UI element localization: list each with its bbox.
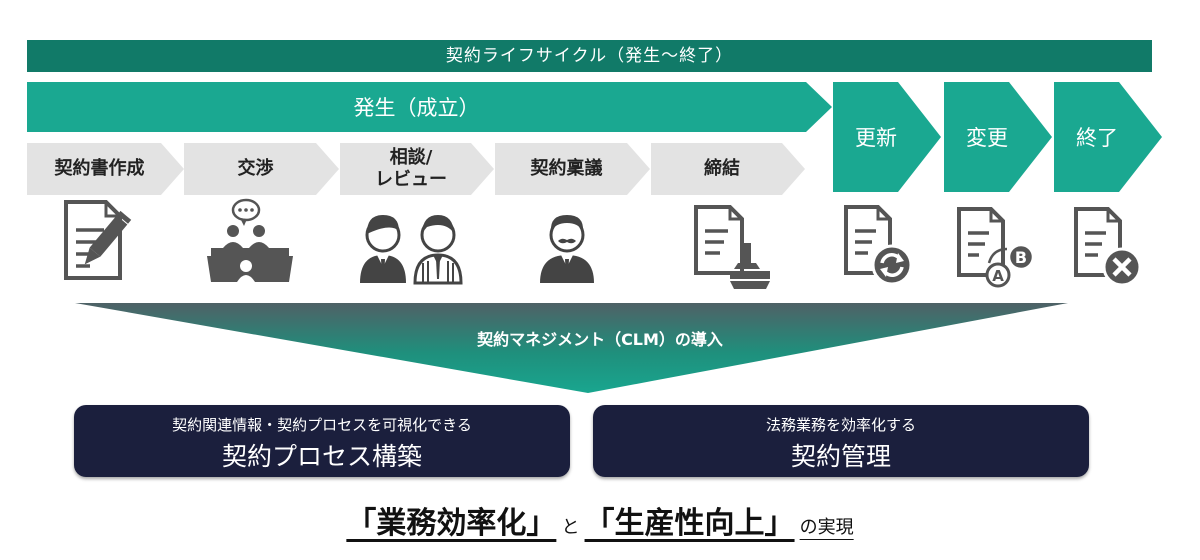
clm-funnel: [75, 303, 1068, 393]
occurrence-phase-arrow: [27, 82, 832, 132]
outcome-realization: の実現: [799, 517, 854, 538]
step-label-3: 相談/ レビュー: [340, 143, 482, 195]
contract-management-title: 契約管理: [790, 442, 891, 471]
lifecycle-title-bar: 契約ライフサイクル（発生～終了）: [27, 40, 1152, 72]
step-chevron-4: [495, 143, 650, 195]
step-label-2: 交渉: [184, 143, 327, 195]
step-chevron-3: [340, 143, 494, 195]
step-label-line1: 締結: [704, 158, 740, 179]
step-chevron-5: [651, 143, 805, 195]
renewal-phase-label: 更新: [855, 126, 897, 150]
consultation-people-icon: [360, 215, 463, 285]
occurrence-phase-label: 発生（成立）: [353, 96, 480, 120]
step-chevron-2: [184, 143, 339, 195]
svg-text:B: B: [1015, 248, 1027, 267]
document-stamp-icon: [694, 205, 770, 289]
step-label-line2: レビュー: [375, 169, 447, 190]
step-label-line1: 契約稟議: [530, 158, 603, 179]
step-label-line1: 交渉: [237, 158, 274, 179]
svg-text:A: A: [992, 267, 1004, 285]
contract-management-description: 法務業務を効率化する: [765, 416, 916, 434]
negotiation-meeting-icon: [207, 198, 293, 282]
termination-phase-chevron: [1054, 82, 1162, 192]
outcome-productivity: 「生産性向上」: [584, 506, 795, 541]
approver-person-icon: [540, 215, 594, 283]
termination-phase-label: 終了: [1076, 126, 1118, 150]
renewal-phase-chevron: [833, 82, 941, 192]
step-chevron-1: [27, 143, 184, 195]
step-label-5: 締結: [651, 143, 793, 195]
step-label-line1: 契約書作成: [54, 158, 145, 179]
step-label-1: 契約書作成: [27, 143, 172, 195]
contract-management-box: 法務業務を効率化する 契約管理: [593, 405, 1089, 477]
outcome-statement: 「業務効率化」 と 「生産性向上」 の実現: [0, 498, 1200, 542]
process-building-box: 契約関連情報・契約プロセスを可視化できる 契約プロセス構築: [74, 405, 570, 477]
change-phase-label: 変更: [966, 126, 1008, 150]
process-building-description: 契約関連情報・契約プロセスを可視化できる: [172, 416, 472, 434]
step-label-4: 契約稟議: [495, 143, 638, 195]
document-cancel-icon: [1074, 207, 1142, 287]
change-phase-chevron: [944, 82, 1052, 192]
outcome-efficiency: 「業務効率化」: [346, 506, 557, 541]
step-label-line1: 相談/: [389, 147, 433, 168]
document-renew-icon: [844, 205, 913, 286]
document-pen-icon: [64, 200, 132, 280]
document-change-icon: B A: [957, 207, 1035, 288]
process-building-title: 契約プロセス構築: [221, 442, 422, 471]
clm-funnel-label: 契約マネジメント（CLM）の導入: [477, 330, 723, 349]
outcome-connector: と: [561, 517, 580, 538]
